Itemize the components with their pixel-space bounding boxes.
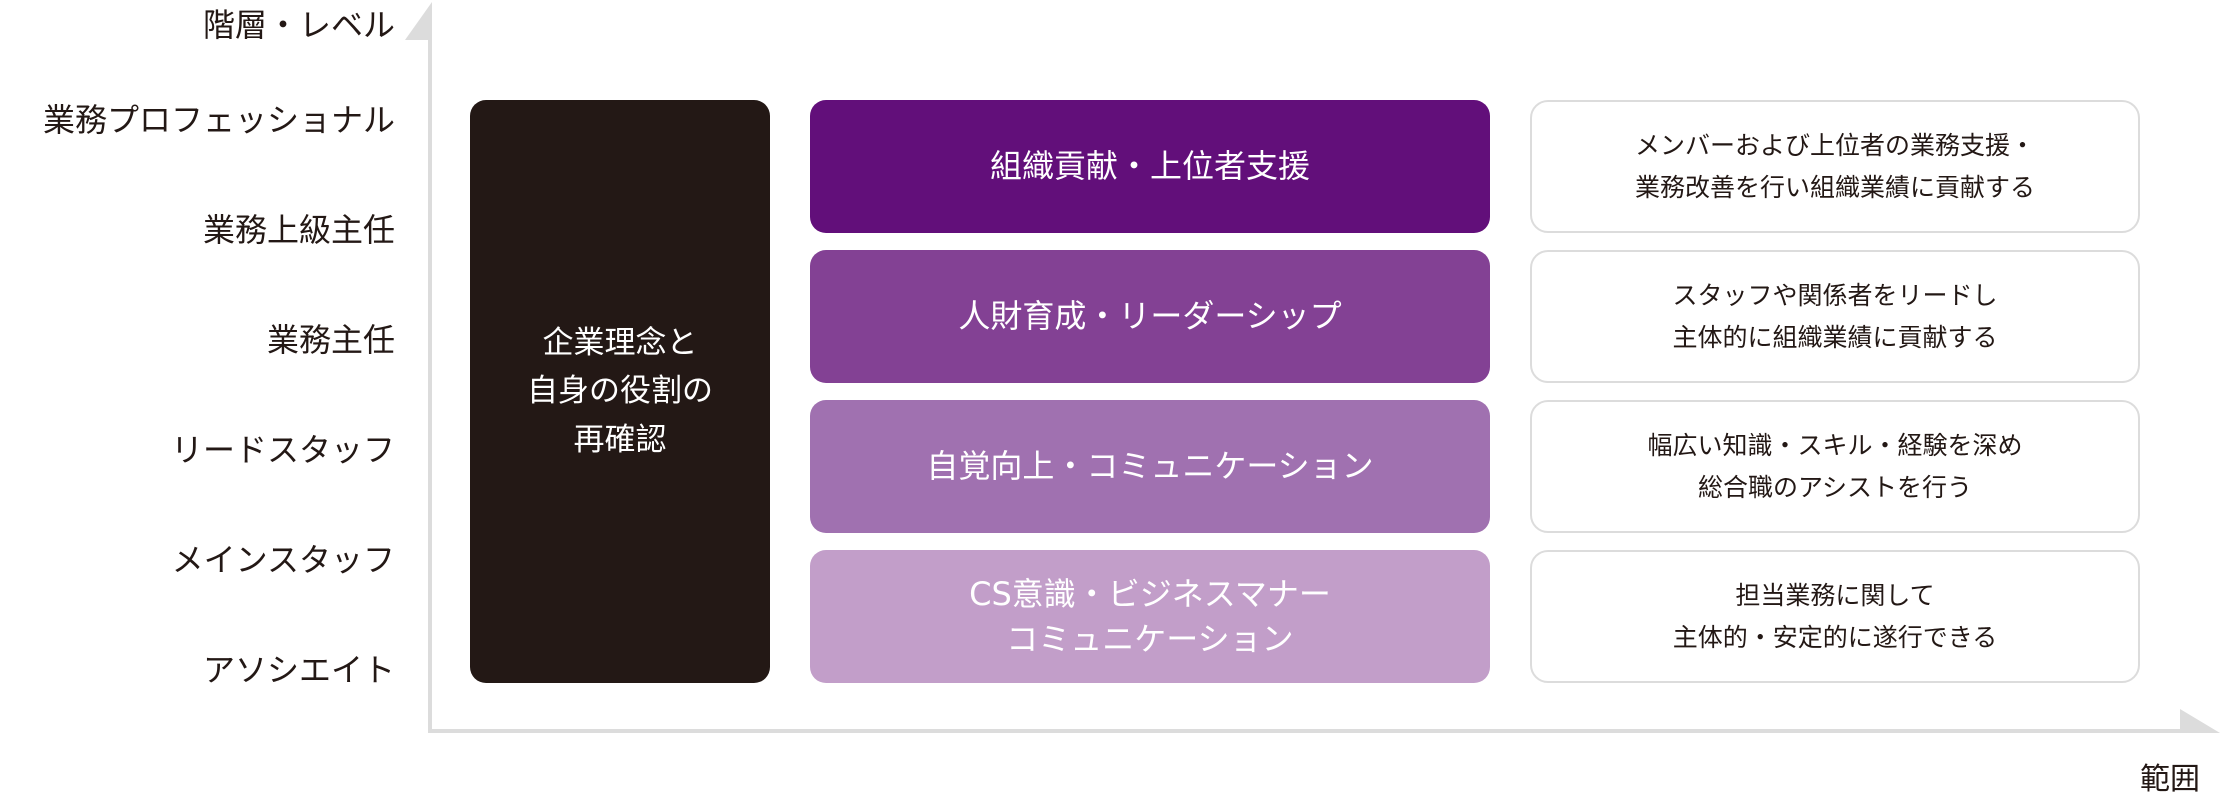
level-label: リードスタッフ — [170, 431, 395, 469]
x-axis-line — [428, 729, 2180, 733]
x-axis-title: 範囲 — [2140, 762, 2200, 797]
level-label: 業務上級主任 — [202, 211, 395, 249]
y-axis-line — [428, 28, 432, 733]
skill-bar-cs-manners: CS意識・ビジネスマナー コミュニケーション — [810, 550, 1490, 683]
y-axis-title: 階層・レベル — [202, 6, 395, 44]
skill-bar-leadership: 人財育成・リーダーシップ — [810, 250, 1490, 383]
y-axis-arrow-icon — [405, 2, 432, 40]
skill-description: 幅広い知識・スキル・経験を深め 総合職のアシストを行う — [1530, 400, 2140, 533]
skill-bar-organization: 組織貢献・上位者支援 — [810, 100, 1490, 233]
skill-description: 担当業務に関して 主体的・安定的に遂行できる — [1530, 550, 2140, 683]
x-axis-arrow-icon — [2180, 709, 2220, 733]
skill-description: メンバーおよび上位者の業務支援・ 業務改善を行い組織業績に貢献する — [1530, 100, 2140, 233]
core-values-block: 企業理念と 自身の役割の 再確認 — [470, 100, 770, 683]
level-label: 業務プロフェッショナル — [42, 101, 395, 139]
skill-description: スタッフや関係者をリードし 主体的に組織業績に貢献する — [1530, 250, 2140, 383]
level-label: アソシエイト — [202, 651, 395, 689]
level-label: メインスタッフ — [171, 541, 395, 579]
level-label: 業務主任 — [266, 321, 395, 359]
skill-bar-self-awareness: 自覚向上・コミュニケーション — [810, 400, 1490, 533]
